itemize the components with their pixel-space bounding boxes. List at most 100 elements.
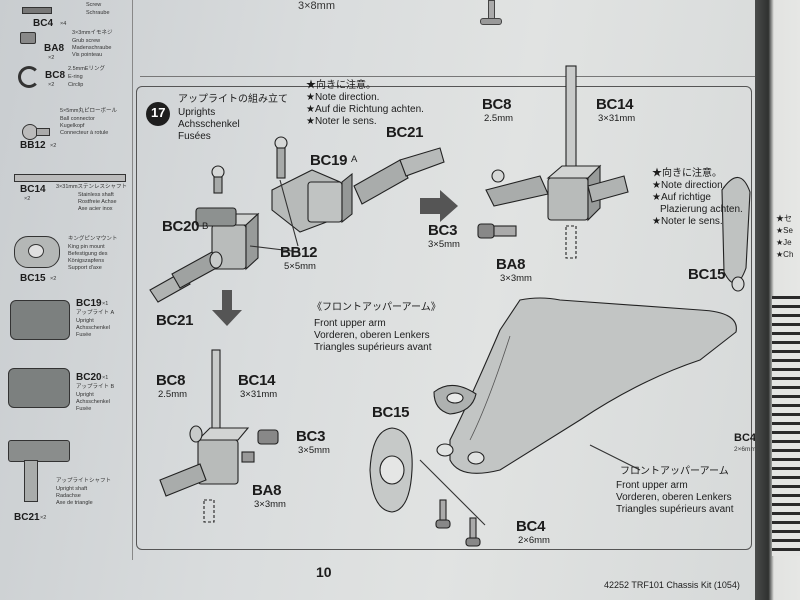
parts-bc21-l2: Radachse — [56, 493, 81, 499]
parts-bc15-qty: ×2 — [50, 276, 57, 282]
step-number-badge — [146, 102, 170, 126]
front-arm-heading-en: Front upper arm — [314, 318, 386, 329]
step-title-fr: Fusées — [178, 131, 211, 142]
parts-upright-b-icon — [8, 368, 70, 408]
top-center-size: 3×8mm — [298, 0, 335, 12]
label-bc4-right-size: 2×6mm — [734, 446, 756, 453]
parts-bc20-l1: Upright — [76, 392, 94, 398]
parts-ba8-l3: Vis pointeau — [72, 52, 103, 58]
right-edge-line-2: ★Se — [776, 226, 793, 235]
step-title-jp: アップライトの組み立て — [178, 94, 288, 105]
label-bc3-right-size: 3×5mm — [428, 239, 460, 250]
parts-upright-shaft-stem — [24, 460, 38, 502]
parts-bc15-l2: Befestigung des — [68, 251, 108, 257]
front-arm-callout-fr: Triangles supérieurs avant — [616, 504, 734, 515]
parts-bc4-code: BC4 — [33, 18, 54, 29]
parts-bc8-l2: Circlip — [68, 82, 84, 88]
parts-screw-bc4-icon — [22, 7, 52, 14]
ball-stud-right — [274, 136, 288, 150]
page-number: 10 — [316, 564, 332, 580]
parts-bc21-code: BC21 — [14, 512, 40, 523]
parts-bc20-code: BC20 — [76, 372, 102, 383]
parts-bc21-l1: Upright shaft — [56, 486, 88, 492]
front-upper-arm — [449, 297, 737, 474]
parts-bc4-qty: ×4 — [60, 21, 67, 27]
parts-bc8-l1: E-ring — [68, 74, 83, 80]
label-bb12: BB12 — [280, 244, 318, 261]
front-arm-callout-en: Front upper arm — [616, 480, 688, 491]
parts-bc19-l0: アップライト A — [76, 310, 115, 316]
label-bc8-left: BC8 — [156, 372, 186, 389]
parts-bc14-code: BC14 — [20, 184, 46, 195]
parts-bb12-l3: Connecteur à rotule — [60, 130, 109, 136]
right-edge-line-4: ★Ch — [776, 250, 794, 259]
label-bc21-top: BC21 — [386, 124, 424, 141]
label-ba8-left-size: 3×3mm — [254, 499, 286, 510]
parts-bb12-l2: Kugelkopf — [60, 123, 85, 129]
parts-grubscrew-ba8-icon — [20, 32, 36, 44]
screw-bc3-right — [477, 223, 495, 239]
label-bc8-right-size: 2.5mm — [484, 113, 514, 124]
parts-bc14-l0: 3×31mmステンレスシャフト — [56, 184, 128, 190]
label-bc3-left-size: 3×5mm — [298, 445, 330, 456]
label-bc4-size: 2×6mm — [518, 535, 550, 546]
label-bc14-right: BC14 — [596, 96, 634, 113]
parts-bc21-l3: Axe de triangle — [56, 500, 93, 506]
parts-ba8-l2: Madenschraube — [72, 45, 112, 51]
step-note-jp: ★向きに注意。 — [306, 80, 376, 91]
parts-bc14-l3: Axe acier inox — [78, 206, 113, 212]
parts-ba8-l1: Grub screw — [72, 38, 101, 44]
section-divider — [140, 76, 760, 77]
parts-bc20-l2: Achsschenkel — [76, 399, 110, 405]
label-bc14-left: BC14 — [238, 372, 276, 389]
parts-bc4-l1: Screw — [86, 2, 102, 8]
front-arm-callout-de: Vorderen, oberen Lenkers — [616, 492, 732, 503]
column-divider — [132, 0, 133, 560]
parts-bc19-code: BC19 — [76, 298, 102, 309]
parts-ba8-qty: ×2 — [48, 55, 55, 61]
parts-bb12-l1: Ball connector — [60, 116, 95, 122]
right-note-fr: ★Noter le sens. — [652, 216, 723, 227]
parts-bc4-l2: Schraube — [86, 10, 110, 16]
arrow-right — [420, 190, 458, 222]
label-bc4: BC4 — [516, 518, 546, 535]
arrow-down — [212, 290, 242, 326]
label-bc15-arm: BC15 — [372, 404, 410, 421]
label-bc14-right-size: 3×31mm — [598, 113, 636, 124]
right-note-de2: Plazierung achten. — [660, 204, 743, 215]
label-ba8-right: BA8 — [496, 256, 526, 273]
parts-upright-shaft-icon — [8, 440, 70, 462]
spring-illustration — [772, 296, 800, 556]
label-bc21-left: BC21 — [156, 312, 194, 329]
label-bc15-right: BC15 — [688, 266, 726, 283]
front-arm-heading-jp: 《フロントアッパーアーム》 — [312, 302, 441, 313]
front-arm-heading-fr: Triangles supérieurs avant — [314, 342, 432, 353]
parts-bc8-l0: 2.5mmEリング — [68, 66, 105, 72]
kingpin-shaft-right — [565, 65, 577, 181]
parts-bc19-l1: Upright — [76, 318, 94, 324]
kingpin-mount-right — [721, 176, 751, 284]
parts-bc15-code: BC15 — [20, 273, 46, 284]
parts-bc14-l2: Rostfreie Achse — [78, 199, 117, 205]
step-17-panel — [136, 86, 752, 550]
parts-bc20-l0: アップライト B — [76, 384, 115, 390]
label-bc14-left-size: 3×31mm — [240, 389, 278, 400]
parts-bc15-l4: Support d'axe — [68, 265, 102, 271]
step-note-de: ★Auf die Richtung achten. — [306, 104, 424, 115]
top-screw-head — [480, 18, 502, 25]
parts-bb12-code: BB12 — [20, 140, 46, 151]
parts-ballconnector-stem — [36, 128, 50, 136]
step-note-en: ★Note direction. — [306, 92, 380, 103]
front-arm-heading-de: Vorderen, oberen Lenkers — [314, 330, 430, 341]
right-note-de1: ★Auf richtige — [652, 192, 711, 203]
label-bc19-sub: A — [351, 154, 358, 165]
parts-ba8-l0: 3×3mmイモネジ — [72, 30, 113, 36]
parts-bc14-qty: ×2 — [24, 196, 31, 202]
label-ba8-right-size: 3×3mm — [500, 273, 532, 284]
parts-bc21-qty: ×2 — [40, 515, 47, 521]
label-bc4-right: BC4 — [734, 432, 757, 444]
step-title-en: Uprights — [178, 107, 216, 118]
parts-ba8-code: BA8 — [44, 43, 65, 54]
label-bc3-left: BC3 — [296, 428, 326, 445]
